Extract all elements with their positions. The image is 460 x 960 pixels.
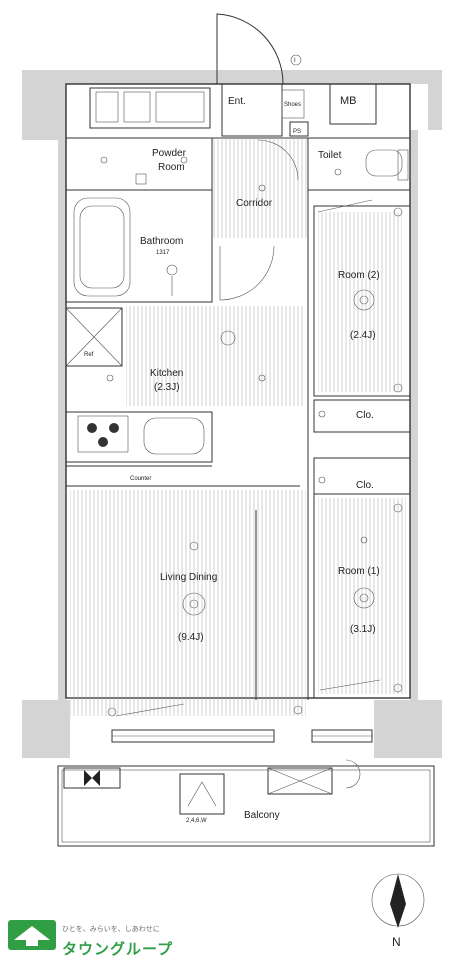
- bathroom: [65, 189, 213, 303]
- refrigerator-label: Ref: [84, 352, 94, 358]
- powder-room-label-line1: Powder: [152, 148, 187, 159]
- logo-slogan: ひとを、みらいを、しあわせに: [62, 926, 160, 933]
- service-strip: [89, 83, 410, 139]
- kitchen: [65, 306, 304, 467]
- room2-size: (2.4J): [350, 330, 376, 341]
- living-dining: [66, 485, 306, 717]
- powder-room-label-line2: Room: [158, 162, 185, 173]
- entrance-door: I: [216, 13, 302, 85]
- balcony: [57, 759, 435, 847]
- corridor-label: Corridor: [236, 198, 273, 209]
- kitchen-size: (2.3J): [154, 382, 180, 393]
- room1-size: (3.1J): [350, 624, 376, 635]
- svg-text:I: I: [294, 58, 296, 64]
- living-dining-size: (9.4J): [178, 632, 204, 643]
- balcony-label: Balcony: [244, 810, 280, 821]
- meter-box-label: MB: [340, 95, 357, 107]
- room-1: [313, 493, 411, 699]
- balcony-windows: [111, 729, 373, 743]
- room1-label: Room (1): [338, 566, 380, 577]
- compass-icon: [371, 873, 425, 928]
- logo-name: タウングループ: [62, 941, 174, 958]
- compass-north-label: N: [392, 935, 401, 949]
- kitchen-label: Kitchen: [150, 368, 183, 379]
- bathroom-size: 1317: [156, 250, 170, 256]
- closet-lower-label: Clo.: [356, 480, 374, 491]
- toilet-label: Toilet: [318, 150, 342, 161]
- room2-label: Room (2): [338, 270, 380, 281]
- entrance-label: Ent.: [228, 96, 246, 107]
- shoe-storage-label: Shoes: [284, 102, 301, 108]
- bathroom-label: Bathroom: [140, 236, 183, 247]
- ps-label: PS: [293, 129, 301, 135]
- company-logo-icon: [8, 920, 56, 950]
- counter-label: Counter: [130, 476, 151, 482]
- closet-upper-label: Clo.: [356, 410, 374, 421]
- hatch-note: 2,4,6,W: [186, 818, 207, 824]
- room-2: [313, 199, 411, 397]
- living-dining-label: Living Dining: [160, 572, 217, 583]
